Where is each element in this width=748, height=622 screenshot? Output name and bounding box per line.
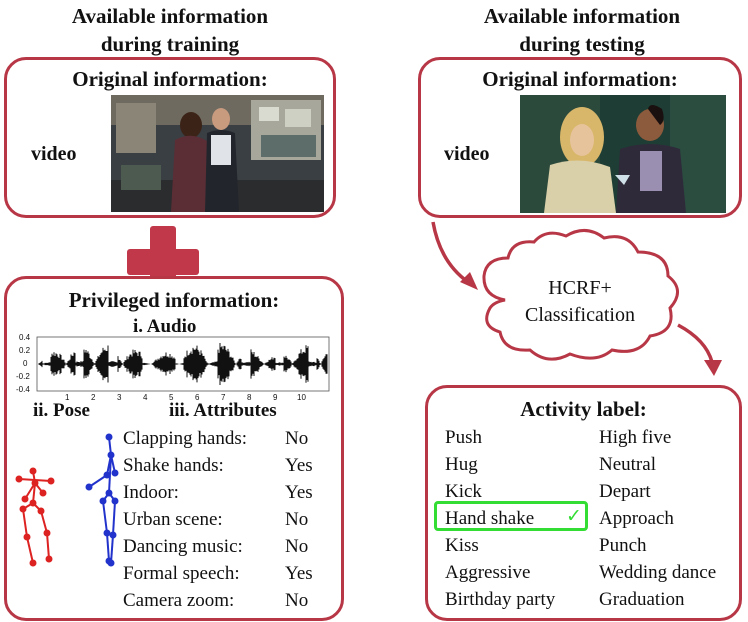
audio-x-tick: 7 xyxy=(221,393,226,402)
privileged-box: Privileged information: i. Audio 0.4 0.2… xyxy=(4,276,344,621)
audio-x-tick: 6 xyxy=(195,393,200,402)
testing-header-line1: Available information xyxy=(483,4,681,28)
testing-header-line2: during testing xyxy=(519,32,645,56)
training-video-frame xyxy=(111,95,324,212)
testing-original-title: Original information: xyxy=(482,67,678,91)
activity-item: Wedding dance xyxy=(599,562,717,583)
training-header-line1: Available information xyxy=(71,4,269,28)
attribute-name: Camera zoom: xyxy=(123,590,235,611)
pose-skeletons xyxy=(15,433,119,567)
audio-x-tick: 3 xyxy=(117,393,122,402)
audio-y-tick: -0.2 xyxy=(16,372,30,381)
audio-x-ticks: 1 2 3 4 5 6 7 8 9 10 xyxy=(7,393,337,403)
privileged-title: Privileged information: xyxy=(68,288,280,312)
attribute-name: Shake hands: xyxy=(123,455,224,476)
activity-item: Approach xyxy=(599,508,674,529)
attribute-value: No xyxy=(285,590,309,611)
activity-item: Punch xyxy=(599,535,647,556)
audio-x-tick: 1 xyxy=(65,393,70,402)
activity-item-selected: Hand shake xyxy=(445,508,535,529)
audio-x-tick: 9 xyxy=(273,393,278,402)
cloud-line1: HCRF+ xyxy=(548,277,612,299)
testing-header: Available information during testing xyxy=(452,2,712,58)
audio-y-tick: 0.2 xyxy=(19,346,31,355)
activity-item: High five xyxy=(599,427,672,448)
testing-video-label: video xyxy=(444,143,490,165)
audio-y-tick: -0.4 xyxy=(16,385,30,394)
activity-box: Activity label: Push Hug Kick Hand shake… xyxy=(425,385,742,621)
testing-video-frame xyxy=(520,95,726,213)
audio-x-tick: 8 xyxy=(247,393,252,402)
attribute-value: Yes xyxy=(285,563,313,584)
check-icon: ✓ xyxy=(566,505,582,527)
activity-title: Activity label: xyxy=(520,397,647,421)
attribute-value: Yes xyxy=(285,455,313,476)
cloud-line2: Classification xyxy=(525,304,635,326)
attribute-value: No xyxy=(285,536,309,557)
attribute-value: Yes xyxy=(285,482,313,503)
training-video-label: video xyxy=(31,143,77,165)
selected-activity-highlight xyxy=(434,501,588,531)
cloud-text: HCRF+ Classification xyxy=(492,275,668,329)
training-original-box: Original information: video xyxy=(4,57,336,218)
activity-item: Birthday party xyxy=(445,589,556,610)
attribute-name: Dancing music: xyxy=(123,536,243,557)
attribute-name: Urban scene: xyxy=(123,509,223,530)
audio-y-tick: 0 xyxy=(23,359,28,368)
attribute-value: No xyxy=(285,428,309,449)
attribute-name: Formal speech: xyxy=(123,563,240,584)
audio-x-tick: 4 xyxy=(143,393,148,402)
activity-item: Neutral xyxy=(599,454,656,475)
attribute-name: Indoor: xyxy=(123,482,179,503)
activity-item: Graduation xyxy=(599,589,685,610)
activity-item: Aggressive xyxy=(445,562,531,583)
activity-item: Kiss xyxy=(445,535,479,556)
audio-x-tick: 5 xyxy=(169,393,174,402)
pose-title: ii. Pose xyxy=(33,400,90,421)
audio-waveform: 0.4 0.2 0 -0.2 -0.4 xyxy=(7,333,337,409)
training-header: Available information during training xyxy=(40,2,300,58)
activity-item: Kick xyxy=(445,481,482,502)
training-original-title: Original information: xyxy=(72,67,268,91)
activity-item: Hug xyxy=(445,454,478,475)
training-header-line2: during training xyxy=(100,32,240,56)
audio-title: i. Audio xyxy=(133,316,197,337)
audio-x-tick: 2 xyxy=(91,393,96,402)
attributes-title: iii. Attributes xyxy=(169,400,277,421)
activity-item: Push xyxy=(445,427,482,448)
activity-item: Depart xyxy=(599,481,651,502)
audio-y-tick: 0.4 xyxy=(19,333,31,342)
testing-original-box: Original information: video xyxy=(418,57,742,218)
attribute-value: No xyxy=(285,509,309,530)
attribute-name: Clapping hands: xyxy=(123,428,248,449)
audio-x-tick: 10 xyxy=(297,393,306,402)
